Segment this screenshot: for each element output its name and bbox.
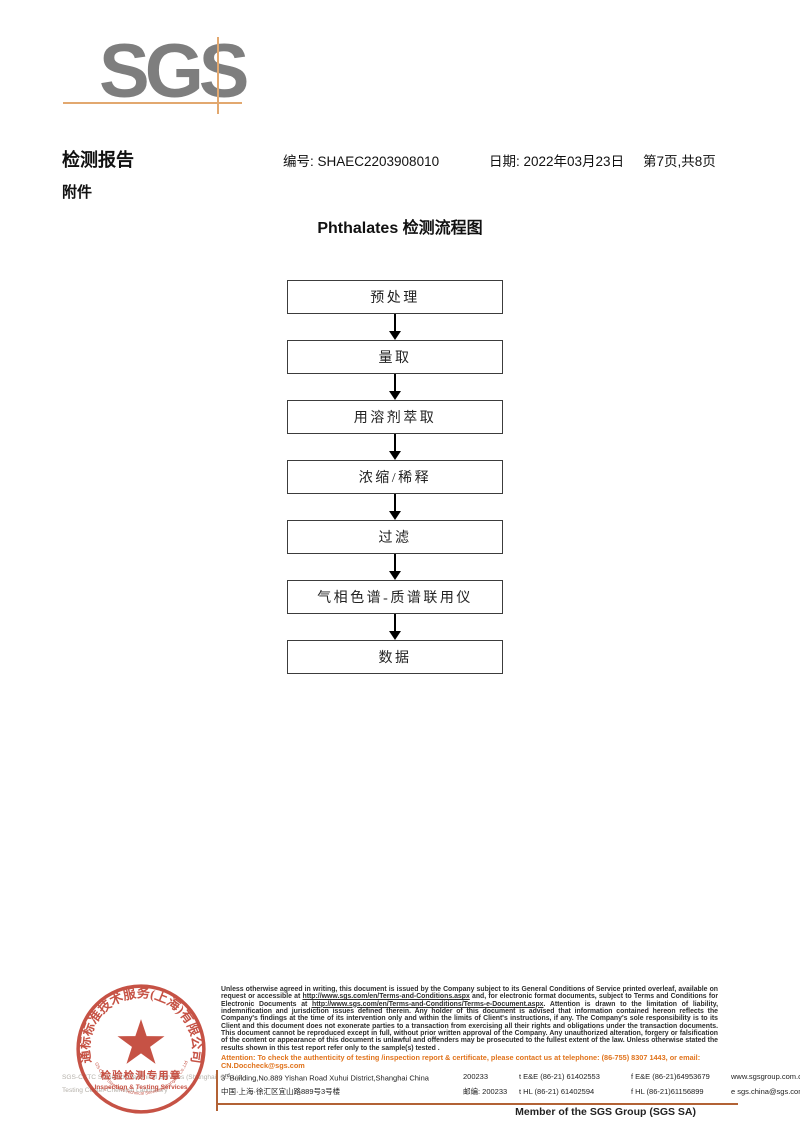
flow-step-concentrate-dilute: 浓缩/稀释 bbox=[287, 460, 503, 494]
website: www.sgsgroup.com.cn bbox=[731, 1072, 800, 1082]
disclaimer-part3: . Attention is drawn to the limitation o… bbox=[221, 1000, 718, 1052]
terms-e-document-url: http://www.sgs.com/en/Terms-and-Conditio… bbox=[312, 1000, 544, 1008]
tel-hl: t HL (86-21) 61402594 bbox=[519, 1086, 595, 1096]
arrow-down-icon bbox=[287, 314, 503, 340]
address-row-cn: 中国·上海·徐汇区宜山路889号3号楼 邮编: 200233 t HL (86-… bbox=[221, 1085, 800, 1098]
report-title: 检测报告 bbox=[62, 150, 134, 170]
address-en: 3rdBuilding,No.889 Yishan Road Xuhui Dis… bbox=[221, 1073, 429, 1083]
postcode-cn: 邮编: 200233 bbox=[463, 1086, 508, 1096]
fax-hl: f HL (86-21)61156899 bbox=[631, 1086, 704, 1096]
flow-step-measure: 量取 bbox=[287, 340, 503, 374]
email: e sgs.china@sgs.com bbox=[731, 1086, 800, 1096]
flowchart: 预处理 量取 用溶剂萃取 浓缩/稀释 过滤 气相色谱-质谱联用仪 数据 bbox=[287, 280, 503, 674]
red-stamp: 通标标准技术服务(上海)有限公司 检验检测专用章 Inspection & Te… bbox=[74, 982, 206, 1114]
page-indicator: 第7页,共8页 bbox=[643, 154, 716, 169]
lab-company-line1: SGS-CSTC Standards Technical Services (S… bbox=[62, 1074, 244, 1081]
footer-divider-horizontal bbox=[216, 1103, 738, 1105]
address-cn: 中国·上海·徐汇区宜山路889号3号楼 bbox=[221, 1086, 341, 1096]
flow-step-solvent-extraction: 用溶剂萃取 bbox=[287, 400, 503, 434]
terms-url: http://www.sgs.com/en/Terms-and-Conditio… bbox=[302, 993, 470, 1001]
arrow-down-icon bbox=[287, 614, 503, 640]
logo-crosshair-horizontal bbox=[63, 102, 242, 104]
logo-crosshair-vertical bbox=[217, 37, 219, 114]
flowchart-title: Phthalates 检测流程图 bbox=[317, 220, 483, 237]
attachment-label: 附件 bbox=[62, 184, 93, 201]
report-number: 编号: SHAEC2203908010 bbox=[283, 154, 440, 169]
lab-company-line2: Testing Center-Chemical Laboratory bbox=[62, 1087, 168, 1094]
fax-ee: f E&E (86-21)64953679 bbox=[631, 1072, 710, 1082]
postcode-en: 200233 bbox=[463, 1072, 489, 1082]
stamp-purpose-text: 检验检测专用章 bbox=[101, 1069, 182, 1082]
lab-company-name: SGS-CSTC Standards Technical Services (S… bbox=[62, 1071, 244, 1097]
address-row-en: 3rdBuilding,No.889 Yishan Road Xuhui Dis… bbox=[221, 1070, 800, 1085]
tel-ee: t E&E (86-21) 61402553 bbox=[519, 1072, 600, 1082]
arrow-down-icon bbox=[287, 434, 503, 460]
report-date: 日期: 2022年03月23日 bbox=[489, 154, 625, 169]
sgs-logo: SGS bbox=[99, 29, 249, 114]
footer-divider-vertical bbox=[216, 1070, 218, 1111]
flow-step-data: 数据 bbox=[287, 640, 503, 674]
star-icon bbox=[117, 1019, 165, 1064]
flow-step-filter: 过滤 bbox=[287, 520, 503, 554]
stamp-ring bbox=[76, 984, 206, 1114]
disclaimer-part2: and, for electronic format documents, su… bbox=[221, 993, 719, 1008]
arrow-down-icon bbox=[287, 374, 503, 400]
arrow-down-icon bbox=[287, 554, 503, 580]
sgs-member-note: Member of the SGS Group (SGS SA) bbox=[515, 1106, 696, 1118]
stamp-english-text: Inspection & Testing Services bbox=[94, 1084, 187, 1091]
disclaimer-text: Unless otherwise agreed in writing, this… bbox=[221, 986, 718, 1052]
footer-block: Unless otherwise agreed in writing, this… bbox=[221, 986, 800, 1098]
arrow-down-icon bbox=[287, 494, 503, 520]
attention-notice: Attention: To check the authenticity of … bbox=[221, 1053, 701, 1071]
flow-step-gcms: 气相色谱-质谱联用仪 bbox=[287, 580, 503, 614]
flow-step-pretreatment: 预处理 bbox=[287, 280, 503, 314]
disclaimer-part1: Unless otherwise agreed in writing, this… bbox=[221, 986, 718, 1001]
